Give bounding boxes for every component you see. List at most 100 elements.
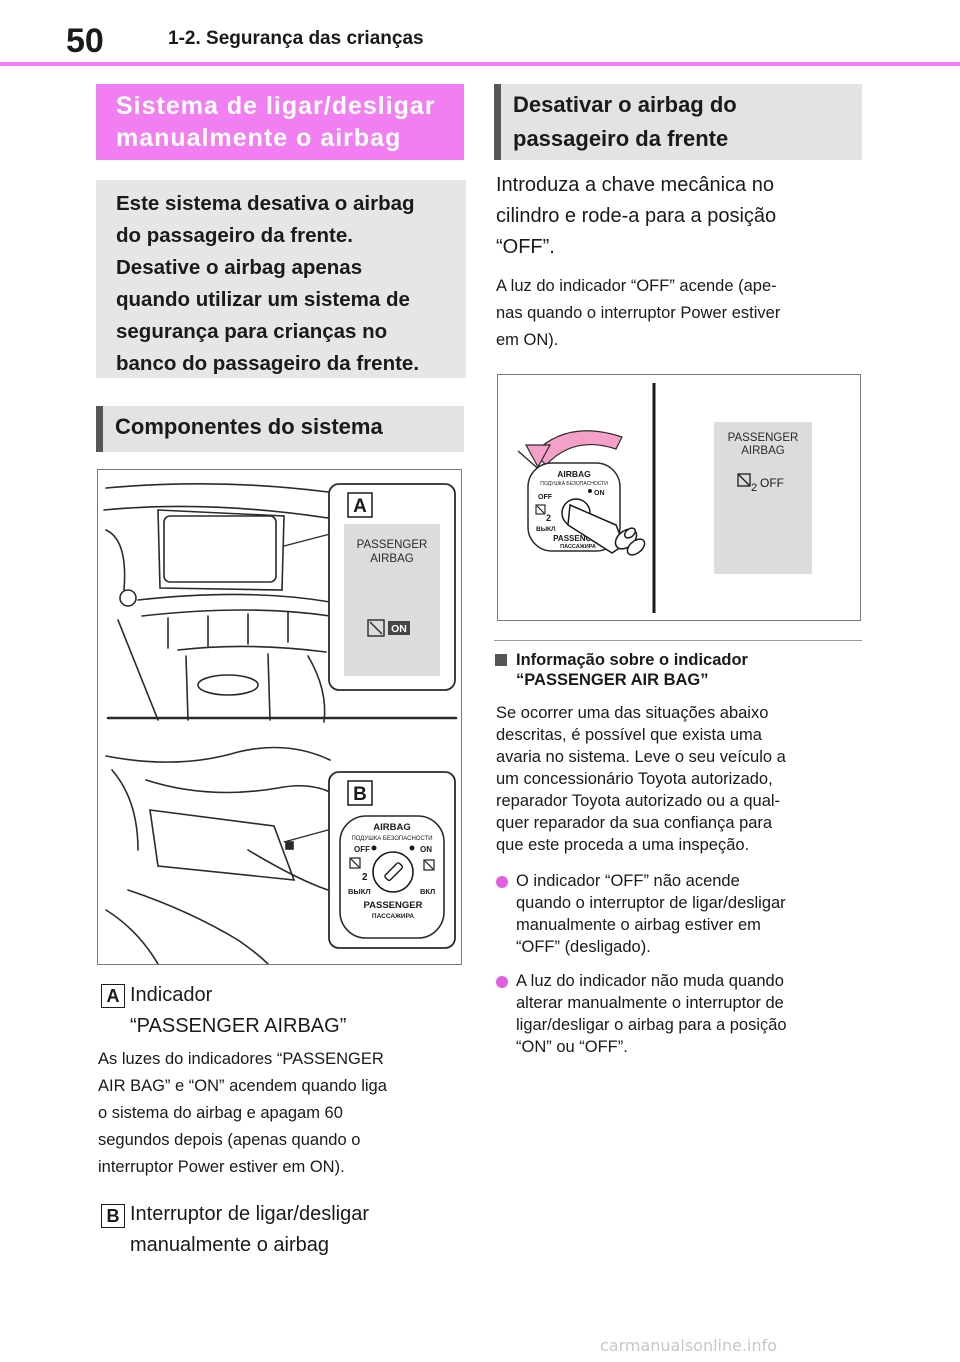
main-heading-line-2: manualmente o airbag	[116, 124, 402, 152]
key-airbag-label: AIRBAG	[557, 469, 591, 479]
bullet-2-line: “ON” ou “OFF”.	[516, 1038, 628, 1056]
switch-on-ru-label: ВКЛ	[420, 887, 435, 896]
intro-line: do passageiro da frente.	[116, 224, 353, 247]
intro-line: quando utilizar um sistema de	[116, 288, 410, 311]
panel-label-passenger: PASSENGER	[728, 432, 799, 444]
deactivate-heading: Desativar o airbag do passageiro da fren…	[494, 84, 862, 160]
note-line: nas quando o interruptor Power estiver	[496, 304, 781, 322]
instruction-text: Introduza a chave mecânica no cilindro e…	[496, 170, 866, 263]
switch-airbag-on-icon	[423, 859, 435, 871]
item-b-title: Interruptor de ligar/desligar manualment…	[130, 1199, 369, 1261]
components-figure: A PASSENGER AIRBAG ON B AIRBAG ПОДУШКА Б…	[97, 469, 462, 965]
key-passenger-label: PASSENGER	[553, 534, 603, 543]
bullet-1-line: O indicador “OFF” não acende	[516, 872, 740, 890]
item-b-tag: B	[101, 1204, 125, 1228]
key-off-label: OFF	[538, 494, 553, 501]
info-square-icon	[495, 654, 507, 666]
item-b-title-line-2: manualmente o airbag	[130, 1234, 330, 1256]
item-a-desc-line: segundos depois (apenas quando o	[98, 1131, 361, 1149]
indicator-label-passenger: PASSENGER	[357, 539, 428, 551]
note-line: A luz do indicador “OFF” acende (ape-	[496, 277, 777, 295]
info-line: um concessionário Toyota autorizado,	[496, 770, 773, 788]
info-heading-line-1: Informação sobre o indicador	[516, 651, 748, 669]
watermark: carmanualsonline.info	[600, 1336, 778, 1355]
components-heading-text: Componentes do sistema	[115, 414, 383, 439]
intro-line: Este sistema desativa o airbag	[116, 192, 415, 215]
info-line: quer reparador da sua confiança para	[496, 814, 773, 832]
intro-line: segurança para crianças no	[116, 320, 388, 343]
panel-label-airbag: AIRBAG	[741, 445, 785, 457]
item-a-desc-line: As luzes do indicadores “PASSENGER	[98, 1050, 384, 1068]
item-a-tag: A	[101, 984, 125, 1008]
bullet-2: A luz do indicador não muda quando alter…	[516, 970, 866, 1058]
item-a-title-line-2: “PASSENGER AIRBAG”	[130, 1015, 347, 1037]
figure-label-a: A	[353, 496, 367, 517]
key-airbag-ru-label: ПОДУШКА БЕЗОПАСНОСТИ	[540, 481, 608, 487]
key-figure: AIRBAG ПОДУШКА БЕЗОПАСНОСТИ OFF ON 2 ВЫК…	[497, 374, 861, 621]
deactivate-heading-line-2: passageiro da frente	[513, 126, 729, 151]
switch-passenger-label: PASSENGER	[364, 900, 423, 911]
bullet-1-line: manualmente o airbag estiver em	[516, 916, 761, 934]
panel-number-2: 2	[751, 482, 757, 494]
key-airbag-off-icon	[535, 504, 546, 515]
key-number-2: 2	[546, 513, 551, 523]
instruction-line: “OFF”.	[496, 236, 555, 258]
main-heading: Sistema de ligar/desligar manualmente o …	[96, 84, 464, 160]
header-rule	[0, 62, 960, 66]
main-heading-line-1: Sistema de ligar/desligar	[116, 92, 436, 120]
figure-label-b: B	[353, 784, 367, 805]
panel-airbag-off-icon	[737, 473, 751, 487]
intro-box: Este sistema desativa o airbag do passag…	[96, 180, 466, 378]
switch-off-ru-label: ВЫКЛ	[348, 887, 371, 896]
section-divider	[494, 640, 862, 641]
instruction-line: Introduza a chave mecânica no	[496, 174, 774, 196]
intro-line: Desative o airbag apenas	[116, 256, 363, 279]
item-a-desc-line: o sistema do airbag e apagam 60	[98, 1104, 343, 1122]
components-illustration: A PASSENGER AIRBAG ON B AIRBAG ПОДУШКА Б…	[103, 483, 458, 964]
info-line: que este proceda a uma inspeção.	[496, 836, 750, 854]
info-line: Se ocorrer uma das situações abaixo	[496, 704, 769, 722]
info-line: reparador Toyota autorizado ou a qual-	[496, 792, 781, 810]
bullet-1-line: quando o interruptor de ligar/desligar	[516, 894, 786, 912]
bullet-2-line: ligar/desligar o airbag para a posição	[516, 1016, 787, 1034]
bullet-1: O indicador “OFF” não acende quando o in…	[516, 870, 866, 958]
item-a-desc-line: AIR BAG” e “ON” acendem quando liga	[98, 1077, 387, 1095]
switch-airbag-label: AIRBAG	[373, 822, 410, 833]
airbag-off-icon	[367, 619, 385, 637]
switch-airbag-off-icon	[349, 857, 361, 869]
bullet-2-line: alterar manualmente o interruptor de	[516, 994, 784, 1012]
mechanical-key-icon	[561, 498, 646, 556]
indicator-on-label: ON	[391, 623, 407, 635]
bullet-dot-icon	[496, 976, 508, 988]
info-line: avaria no sistema. Leve o seu veículo a	[496, 748, 786, 766]
components-heading: Componentes do sistema	[96, 406, 464, 452]
bullet-1-line: “OFF” (desligado).	[516, 938, 651, 956]
page-number: 50	[66, 22, 104, 60]
item-a-desc-line: interruptor Power estiver em ON).	[98, 1158, 345, 1176]
info-line: descritas, é possível que exista uma	[496, 726, 762, 744]
deactivate-heading-line-1: Desativar o airbag do	[513, 92, 737, 117]
info-heading: Informação sobre o indicador “PASSENGER …	[516, 650, 866, 690]
key-on-label: ON	[594, 490, 605, 497]
panel-off-label: OFF	[760, 476, 784, 490]
switch-airbag-ru-label: ПОДУШКА БЕЗОПАСНОСТИ	[351, 836, 432, 842]
switch-number-2: 2	[362, 872, 368, 883]
indicator-note: A luz do indicador “OFF” acende (ape- na…	[496, 273, 866, 354]
intro-line: banco do passageiro da frente.	[116, 352, 420, 375]
key-passenger-ru-label: ПАССАЖИРА	[560, 544, 596, 550]
item-a-title-line-1: Indicador	[130, 984, 213, 1006]
switch-passenger-ru-label: ПАССАЖИРА	[372, 913, 414, 920]
switch-on-label: ON	[420, 845, 432, 854]
item-a-title: Indicador “PASSENGER AIRBAG”	[130, 980, 346, 1042]
switch-off-label: OFF	[354, 845, 370, 854]
item-b-title-line-1: Interruptor de ligar/desligar	[130, 1203, 370, 1225]
key-off-ru-label: ВЫКЛ	[536, 526, 556, 533]
bullet-2-line: A luz do indicador não muda quando	[516, 972, 784, 990]
note-line: em ON).	[496, 331, 559, 349]
info-paragraph: Se ocorrer uma das situações abaixo desc…	[496, 702, 866, 856]
info-heading-line-2: “PASSENGER AIR BAG”	[516, 671, 709, 689]
section-title: 1-2. Segurança das crianças	[168, 28, 424, 49]
key-illustration: AIRBAG ПОДУШКА БЕЗОПАСНОСТИ OFF ON 2 ВЫК…	[517, 383, 812, 613]
bullet-dot-icon	[496, 876, 508, 888]
instruction-line: cilindro e rode-a para a posição	[496, 205, 777, 227]
